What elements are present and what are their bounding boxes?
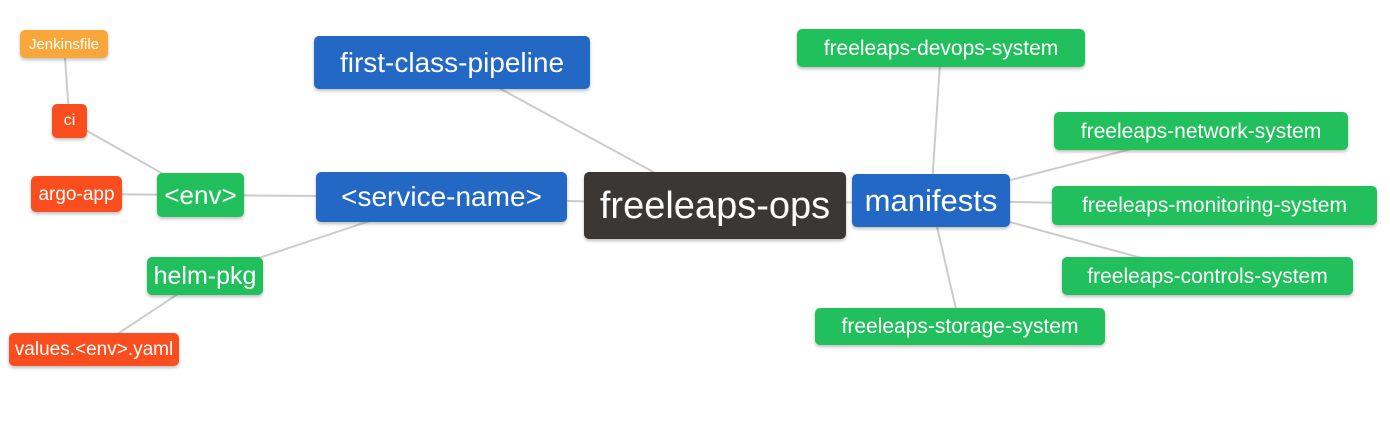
node-argo-app[interactable]: argo-app — [31, 176, 122, 212]
node-freeleaps-network-system[interactable]: freeleaps-network-system — [1054, 112, 1348, 150]
node-freeleaps-monitoring-system[interactable]: freeleaps-monitoring-system — [1052, 186, 1377, 225]
node-manifests[interactable]: manifests — [852, 174, 1010, 227]
node-freeleaps-controls-system[interactable]: freeleaps-controls-system — [1062, 257, 1353, 295]
node-helm-pkg[interactable]: helm-pkg — [147, 257, 263, 295]
node-freeleaps-devops-system[interactable]: freeleaps-devops-system — [797, 29, 1085, 67]
node-first-class-pipeline[interactable]: first-class-pipeline — [314, 36, 590, 89]
node-freeleaps-ops[interactable]: freeleaps-ops — [584, 172, 846, 239]
node-service-name[interactable]: <service-name> — [316, 172, 567, 222]
node-freeleaps-storage-system[interactable]: freeleaps-storage-system — [815, 308, 1105, 345]
node-env[interactable]: <env> — [157, 173, 244, 217]
node-jenkinsfile[interactable]: Jenkinsfile — [20, 30, 108, 58]
node-values-env-yaml[interactable]: values.<env>.yaml — [9, 333, 179, 366]
node-ci[interactable]: ci — [52, 104, 87, 138]
